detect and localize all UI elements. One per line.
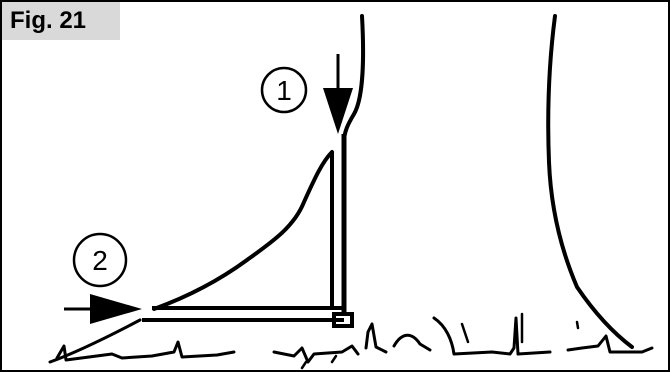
- felling-notch-base: [142, 306, 344, 322]
- callout-2-number: 2: [92, 245, 108, 276]
- ground-grass-detail: [300, 312, 580, 370]
- ground-grass: [55, 316, 654, 364]
- callout-2: 2: [72, 232, 128, 288]
- tree-trunk-right-edge: [546, 14, 634, 349]
- felling-notch-hypotenuse: [152, 150, 334, 311]
- arrow-down-icon: [323, 54, 353, 134]
- callout-1: 1: [260, 66, 308, 114]
- tree-trunk-left-edge: [342, 14, 366, 144]
- callout-1-number: 1: [276, 75, 292, 106]
- figure-label: Fig. 21: [2, 2, 120, 40]
- arrow-right-icon: [64, 294, 142, 324]
